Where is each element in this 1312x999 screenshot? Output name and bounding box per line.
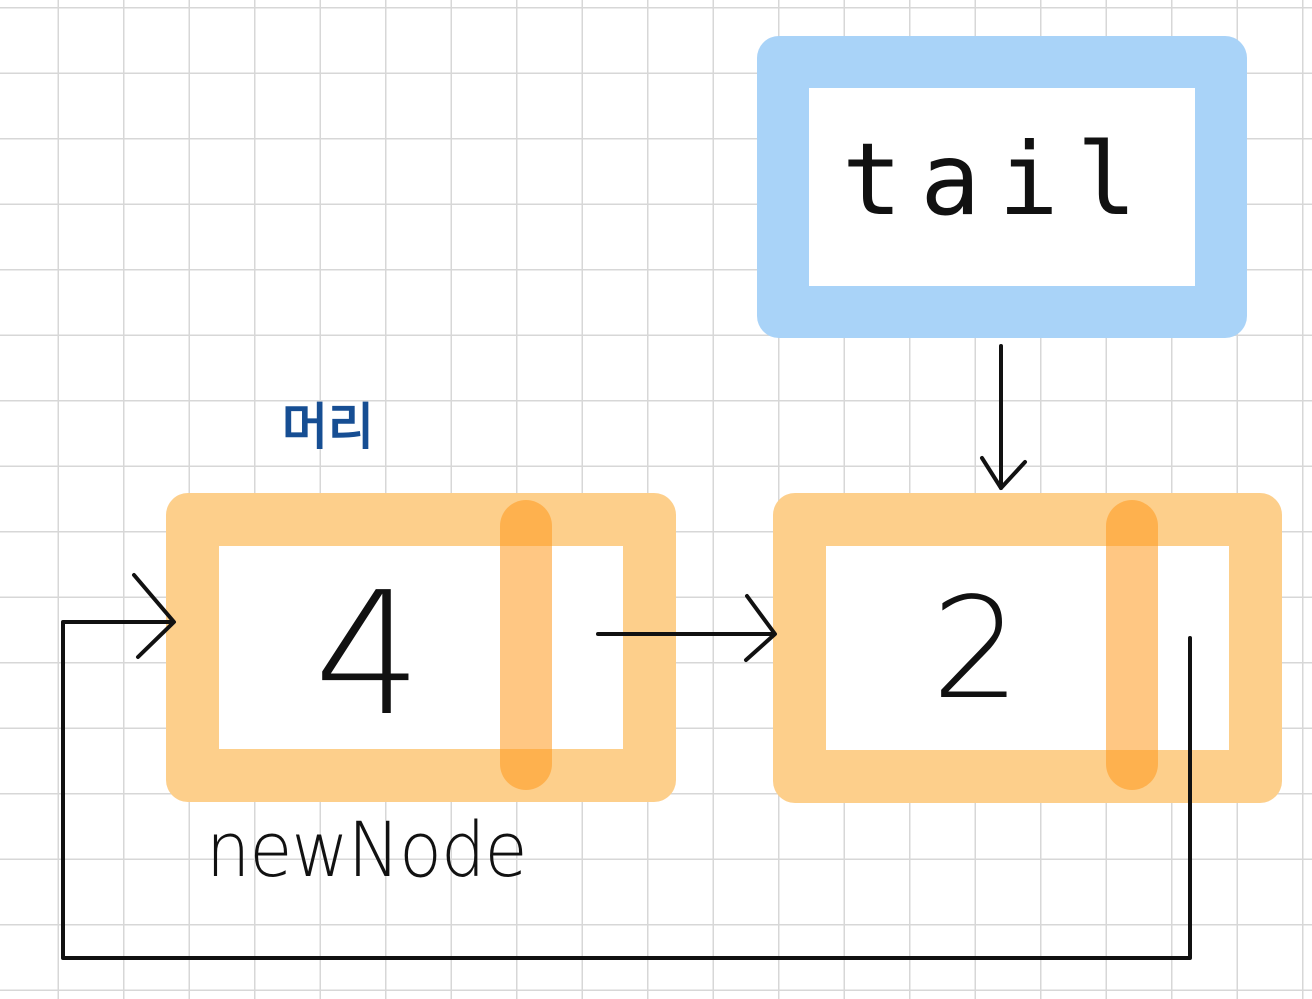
node-2-value: 2	[931, 568, 1021, 731]
tail-pointer-box	[757, 36, 1247, 338]
tail-to-node-2-arrow	[980, 344, 1027, 490]
node-4-value: 4	[313, 556, 423, 754]
head-label: 머리	[282, 398, 374, 456]
tail-label: tail	[842, 121, 1155, 238]
node-2-next-field-divider	[1106, 500, 1158, 790]
node-4-next-field-divider	[500, 500, 552, 790]
new-node-label: newNode	[206, 805, 527, 894]
